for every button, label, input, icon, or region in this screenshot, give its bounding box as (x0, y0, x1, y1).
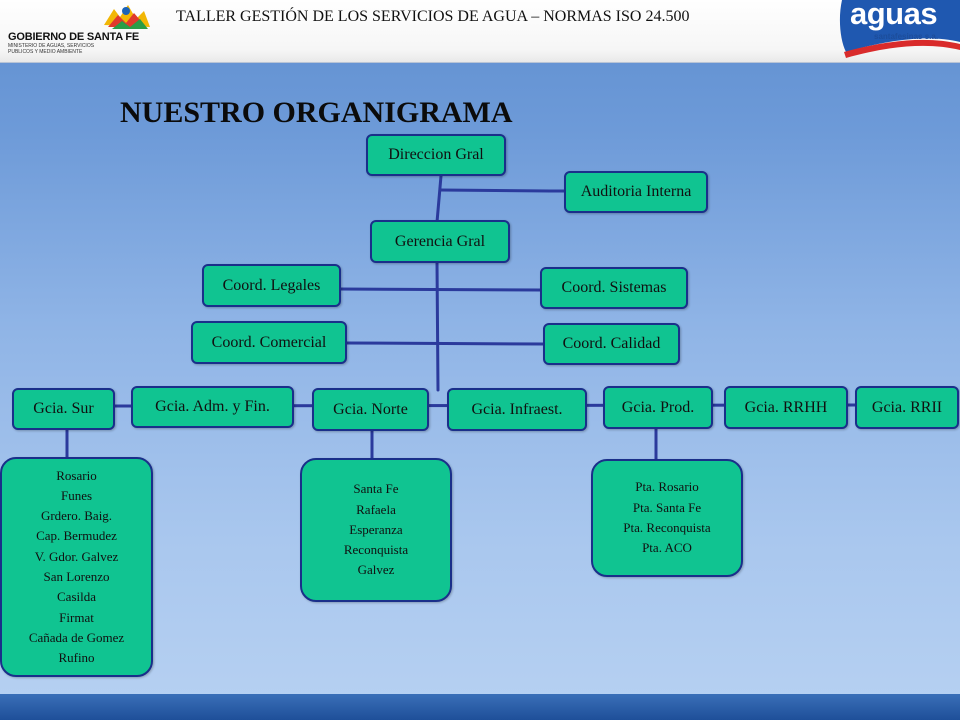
connector-direccion-gerencia (435, 174, 443, 224)
list-item: Esperanza (349, 521, 403, 537)
connector-auditoria (438, 188, 568, 193)
slide-title: NUESTRO ORGANIGRAMA (120, 96, 513, 129)
box-auditoria-interna: Auditoria Interna (564, 171, 708, 213)
list-item: San Lorenzo (43, 569, 110, 584)
connector-comercial-calidad (344, 341, 547, 346)
box-gcia-prod-label: Gcia. Prod. (621, 398, 695, 416)
box-gcia-sur: Gcia. Sur (12, 388, 115, 430)
list-item: Rufino (58, 650, 95, 666)
slide-footer-bar (0, 694, 960, 720)
header-title: TALLER GESTIÓN DE LOS SERVICIOS DE AGUA … (176, 8, 690, 25)
box-sur-localidades: Rosario Funes Grdero. Baig. Cap. Bermude… (0, 457, 153, 677)
list-item: Reconquista (343, 542, 409, 558)
box-gcia-rrii-label: Gcia. RRII (871, 398, 943, 416)
aguas-logo-word: aguas (850, 0, 938, 31)
box-gcia-sur-label: Gcia. Sur (33, 400, 94, 417)
box-gcia-infraest-label: Gcia. Infraest. (471, 400, 563, 418)
gobierno-emblem-icon (104, 5, 150, 29)
box-gcia-prod: Gcia. Prod. (603, 386, 713, 429)
box-prod-plantas: Pta. Rosario Pta. Santa Fe Pta. Reconqui… (591, 459, 743, 577)
connector-legales-sistemas (338, 287, 543, 292)
aguas-wave-icon (839, 0, 960, 58)
list-item: Galvez (357, 562, 395, 578)
list-item: Grdero. Baig. (40, 508, 113, 524)
box-coord-legales-label: Coord. Legales (222, 276, 321, 294)
list-item: Firmat (59, 609, 94, 625)
box-gerencia-gral: Gerencia Gral (370, 220, 510, 263)
box-gcia-adm-fin-label: Gcia. Adm. y Fin. (155, 398, 270, 415)
slide-header: GOBIERNO DE SANTA FE MINISTERIO DE AGUAS… (0, 0, 960, 63)
box-auditoria-interna-label: Auditoria Interna (580, 183, 692, 200)
gobierno-santa-fe-logo: GOBIERNO DE SANTA FE MINISTERIO DE AGUAS… (4, 3, 154, 57)
list-item: Funes (60, 487, 93, 503)
box-gcia-rrhh: Gcia. RRHH (724, 386, 848, 429)
list-item: Pta. Reconquista (623, 520, 711, 535)
aguas-logo-subtitle: santafesinas s.a. (874, 32, 939, 41)
list-item: Pta. Rosario (635, 479, 699, 495)
list-item: Rosario (56, 467, 97, 483)
list-item: Cap. Bermudez (36, 528, 117, 544)
box-gcia-rrhh-label: Gcia. RRHH (744, 398, 828, 416)
box-gcia-rrii: Gcia. RRII (855, 386, 959, 429)
box-gcia-norte-label: Gcia. Norte (333, 400, 408, 418)
box-coord-sistemas-label: Coord. Sistemas (561, 279, 667, 296)
box-coord-calidad: Coord. Calidad (543, 323, 680, 365)
box-direccion-gral: Direccion Gral (366, 134, 506, 176)
box-coord-legales: Coord. Legales (202, 264, 341, 307)
box-coord-sistemas: Coord. Sistemas (540, 267, 688, 309)
aguas-santafesinas-logo: aguas santafesinas s.a. (828, 0, 960, 60)
gobierno-logo-name: GOBIERNO DE SANTA FE (8, 31, 140, 43)
list-item: Santa Fe (353, 481, 399, 497)
list-item: Pta. ACO (642, 540, 692, 556)
list-item: Cañada de Gomez (28, 629, 125, 645)
list-item: V. Gdor. Galvez (34, 548, 119, 564)
list-item: Rafaela (356, 501, 396, 517)
box-gcia-adm-fin: Gcia. Adm. y Fin. (131, 386, 294, 428)
gobierno-logo-subtitle: MINISTERIO DE AGUAS, SERVICIOS PUBLICOS … (8, 43, 95, 55)
box-gerencia-gral-label: Gerencia Gral (394, 232, 486, 250)
list-item: Casilda (57, 589, 96, 605)
box-coord-comercial-label: Coord. Comercial (211, 333, 327, 351)
box-coord-comercial: Coord. Comercial (191, 321, 347, 364)
box-gcia-infraest: Gcia. Infraest. (447, 388, 587, 431)
list-item: Pta. Santa Fe (632, 499, 702, 515)
box-coord-calidad-label: Coord. Calidad (562, 335, 661, 352)
connector-gerencia-down (435, 260, 440, 392)
box-norte-localidades: Santa Fe Rafaela Esperanza Reconquista G… (300, 458, 452, 602)
box-gcia-norte: Gcia. Norte (312, 388, 429, 431)
box-direccion-gral-label: Direccion Gral (388, 146, 484, 163)
